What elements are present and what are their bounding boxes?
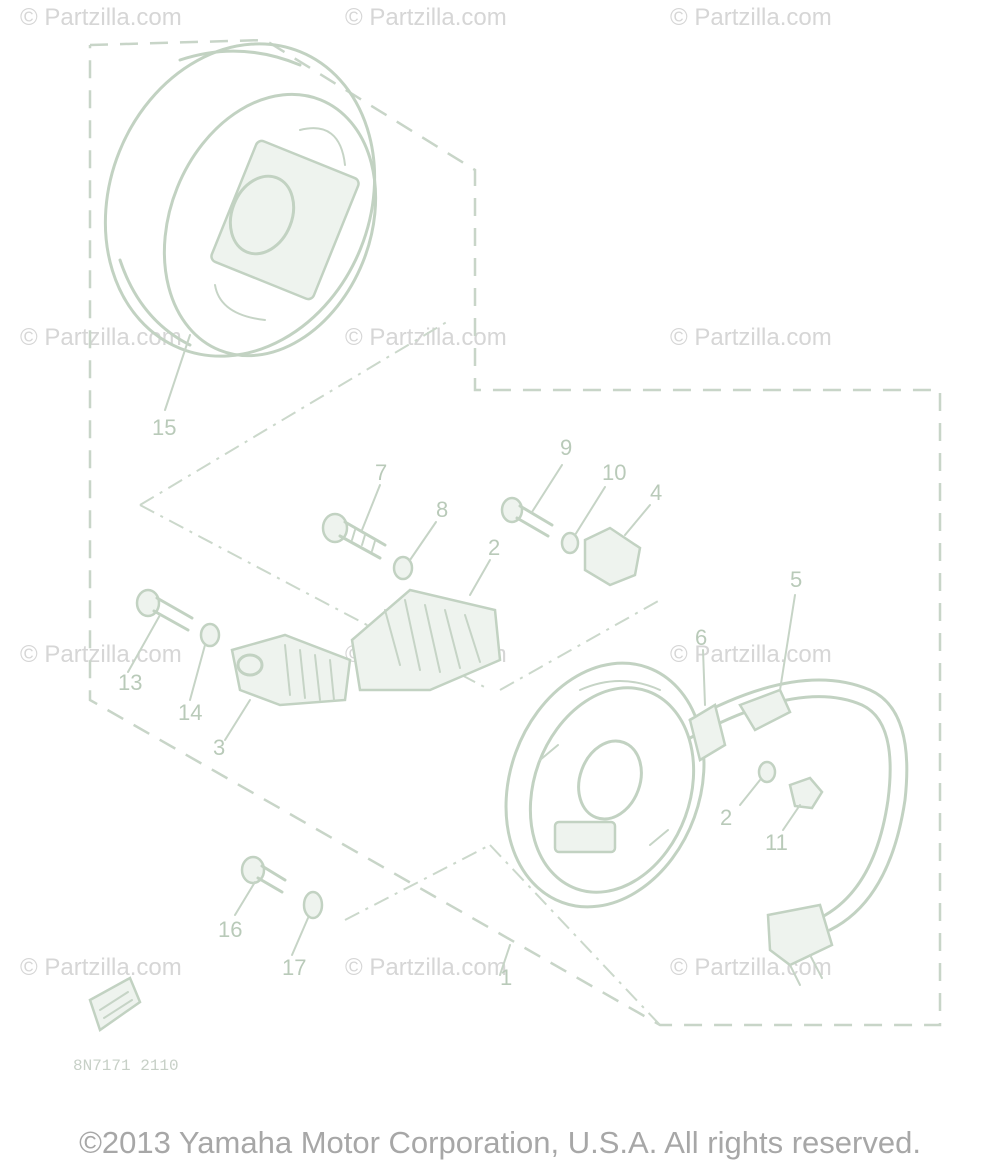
watermark: © Partzilla.com: [670, 641, 832, 668]
watermark: © Partzilla.com: [670, 4, 832, 31]
screw: [135, 588, 194, 632]
callout-16: 16: [218, 917, 242, 942]
leader-8: [409, 521, 437, 561]
leader-12: [739, 779, 761, 806]
screw: [500, 496, 554, 538]
leader-5: [779, 594, 796, 691]
assembly-outline-top: [88, 38, 942, 1027]
catalog-book-icon: [88, 976, 142, 1032]
washer: [392, 555, 414, 581]
diagram-code: 8N7171 2110: [73, 1057, 179, 1075]
watermarks: © Partzilla.com © Partzilla.com © Partzi…: [20, 4, 832, 981]
leader-17: [291, 917, 309, 956]
leader-9: [531, 464, 563, 513]
callout-4: 4: [650, 480, 662, 505]
bolt: [321, 512, 387, 560]
callout-11: 11: [765, 830, 788, 855]
callout-14: 14: [178, 700, 202, 725]
callout-7: 7: [375, 460, 387, 485]
leader-4: [624, 504, 651, 536]
watermark: © Partzilla.com: [20, 4, 182, 31]
wire-holder: [688, 703, 727, 762]
watermark: © Partzilla.com: [20, 954, 182, 981]
screw: [240, 855, 287, 894]
leader-13: [127, 614, 161, 673]
watermark: © Partzilla.com: [345, 4, 507, 31]
copyright-notice: ©2013 Yamaha Motor Corporation, U.S.A. A…: [79, 1125, 921, 1160]
stator-base-plate: [504, 661, 706, 909]
leader-2: [469, 559, 491, 596]
watermark: © Partzilla.com: [345, 324, 507, 351]
nut: [788, 776, 824, 810]
callout-9: 9: [560, 435, 572, 460]
leader-10: [574, 486, 606, 536]
leader-6: [702, 649, 706, 706]
callout-10: 10: [602, 460, 626, 485]
leader-3: [224, 699, 251, 741]
leader-15: [164, 334, 191, 411]
watermark: © Partzilla.com: [345, 954, 507, 981]
callout-labels: 15 7 8 9 10 4 2 5 6 13 14 3 2 11 16 17 1: [118, 415, 802, 990]
watermark: © Partzilla.com: [20, 641, 182, 668]
leader-7: [361, 484, 381, 531]
washer: [199, 622, 221, 648]
mounting-plane-lines: [139, 319, 661, 1026]
lead-wire: [688, 678, 909, 986]
pickup-coil: [350, 588, 502, 692]
watermark: © Partzilla.com: [670, 324, 832, 351]
washer: [757, 760, 777, 784]
leader-11: [782, 804, 801, 831]
callout-5: 5: [790, 567, 802, 592]
callout-1: 1: [500, 965, 512, 990]
callout-15: 15: [152, 415, 176, 440]
leader-14: [189, 644, 206, 701]
leader-16: [234, 881, 256, 916]
callout-8: 8: [436, 497, 448, 522]
callout-2: 2: [488, 535, 500, 560]
charge-coil: [230, 633, 352, 707]
lead-clamp: [583, 526, 642, 587]
callout-17: 17: [282, 955, 306, 980]
washer: [560, 531, 580, 555]
washer: [302, 890, 324, 920]
callout-13: 13: [118, 670, 142, 695]
callout-6: 6: [695, 625, 707, 650]
callout-12: 2: [720, 805, 732, 830]
leader-1: [499, 944, 511, 976]
callout-3: 3: [213, 735, 225, 760]
flywheel-rotor: [103, 42, 378, 358]
watermark: © Partzilla.com: [20, 324, 182, 351]
